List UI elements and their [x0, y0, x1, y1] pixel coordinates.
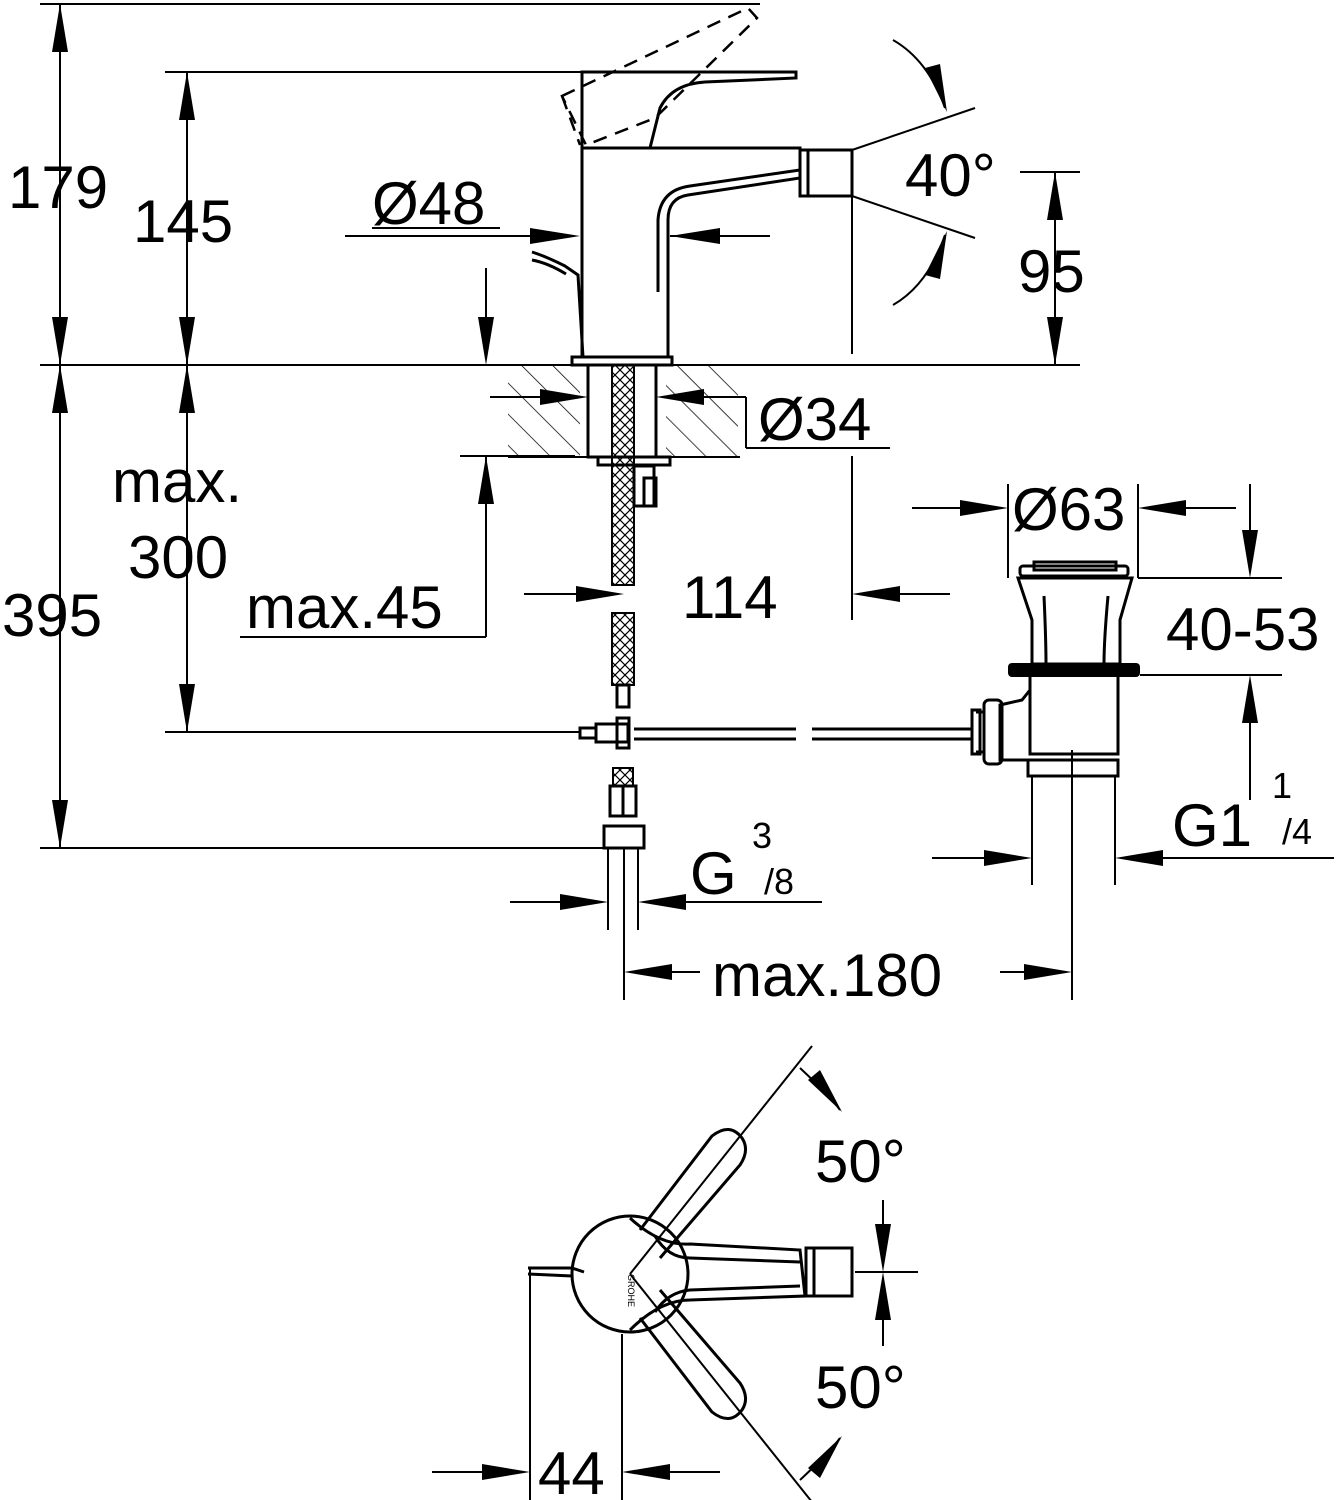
dim-spout-height: 95 — [1018, 238, 1085, 305]
dim-height-total: 179 — [8, 154, 108, 221]
faucet-top-view: GROHE — [527, 1128, 854, 1420]
dim-lever-angle-up: 50° — [815, 1128, 906, 1195]
dim-supply-thread-num: 3 — [752, 815, 772, 856]
dim-diameter-waste-lines — [912, 484, 1236, 578]
dim-spout-distance-lines — [524, 456, 950, 620]
brand-logo: GROHE — [626, 1274, 636, 1307]
dim-lever-angle-down: 50° — [815, 1354, 906, 1421]
dim-supply-thread-den: /8 — [764, 861, 794, 902]
dim-waste-thread-lines — [932, 850, 1334, 866]
dim-lever-offset-lines — [432, 1268, 720, 1500]
dim-max-distance: max.180 — [712, 942, 942, 1009]
dim-diameter-body: Ø48 — [372, 170, 485, 237]
dim-lever-offset: 44 — [538, 1440, 605, 1500]
dim-below-deck: 395 — [2, 582, 102, 649]
dim-max-value: 300 — [128, 524, 228, 591]
dim-waste-range: 40-53 — [1166, 596, 1319, 663]
dim-diameter-body-lines — [345, 227, 770, 244]
dim-spout-angle-lines — [851, 39, 976, 306]
dim-supply-thread-lines — [510, 894, 822, 910]
dim-spout-distance: 114 — [682, 564, 778, 631]
pull-rod — [634, 727, 972, 741]
dim-height-top: 145 — [133, 188, 233, 255]
dim-diameter-hole: Ø34 — [758, 386, 871, 453]
dim-waste-thread-den: /4 — [1282, 811, 1312, 852]
dim-max-label: max. — [112, 448, 242, 515]
dim-diameter-hole-lines — [490, 389, 890, 449]
dim-spout-height-lines — [851, 171, 1080, 365]
supply-hose — [578, 612, 646, 1000]
dim-waste-thread-num: 1 — [1272, 765, 1292, 806]
dim-lever-angle-lines — [629, 1045, 918, 1500]
dim-deck-thickness: max.45 — [246, 574, 443, 641]
dim-waste-range-lines — [1138, 484, 1282, 800]
dim-supply-thread: G — [690, 840, 737, 907]
dim-waste-thread: G1 — [1172, 792, 1252, 859]
deck-section — [508, 363, 740, 586]
faucet-side-view — [531, 6, 854, 367]
dim-spout-angle: 40° — [905, 142, 996, 209]
dim-diameter-waste: Ø63 — [1012, 476, 1125, 543]
waste-valve — [970, 560, 1140, 1000]
dim-max-distance-lines — [624, 964, 1072, 980]
